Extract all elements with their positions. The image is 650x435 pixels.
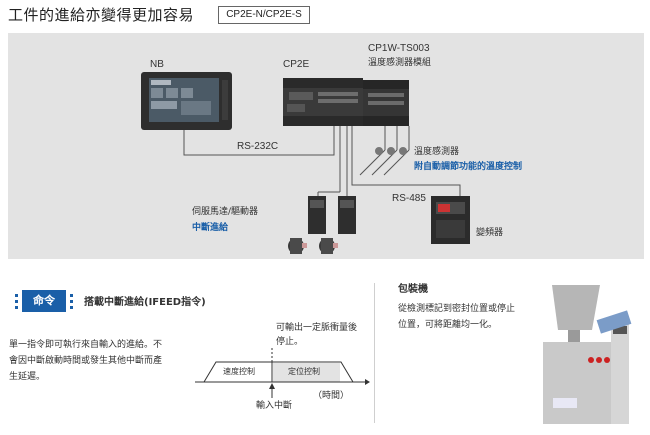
temperature-sensor-module-image (363, 80, 409, 126)
servo-driver-1-image (288, 196, 326, 254)
position-control-label: 定位控制 (288, 367, 320, 376)
nb-label: NB (150, 59, 164, 70)
command-badge-decoration (70, 306, 73, 309)
temperature-control-label: 附自動調節功能的溫度控制 (414, 162, 523, 172)
module-model-label: CP1W-TS003 (368, 43, 430, 54)
packaging-machine-image (543, 285, 632, 424)
feed-timing-diagram (195, 348, 370, 398)
instruction-description-line3: 生延遲。 (9, 372, 46, 382)
section-divider (374, 283, 375, 423)
instruction-description-line2: 會因中斷啟動時間或發生其他中斷而產 (9, 356, 163, 366)
command-badge-decoration (15, 294, 18, 297)
cp2e-label: CP2E (283, 59, 310, 70)
nb-touch-panel-image (141, 72, 232, 130)
instruction-title: 搭載中斷進給(IFEED指令) (84, 297, 206, 308)
command-badge-decoration (15, 300, 18, 303)
packaging-description-line2: 位置，可將距離均一化。 (398, 320, 498, 330)
temperature-sensor-label: 溫度感測器 (414, 147, 460, 157)
inverter-image (431, 196, 470, 244)
rs485-label: RS-485 (392, 193, 426, 204)
command-badge-decoration (70, 294, 73, 297)
module-name-label: 溫度感測器模組 (368, 58, 432, 68)
pulse-note-line2: 停止。 (276, 337, 304, 347)
page-title: 工件的進給亦變得更加容易 (8, 6, 195, 24)
interrupt-feed-label: 中斷進給 (192, 223, 229, 233)
pulse-note-line1: 可輸出一定脈衝量後 (276, 323, 358, 333)
packaging-description-line1: 從檢測標記到密封位置或停止 (398, 304, 516, 314)
time-axis-label: （時間） (313, 391, 350, 401)
command-badge: 命令 (22, 290, 66, 312)
input-interrupt-label: 輸入中斷 (256, 401, 293, 411)
servo-label: 伺服馬達/驅動器 (192, 207, 259, 217)
inverter-label: 變頻器 (476, 228, 504, 238)
instruction-description-line1: 單一指令即可執行來自輸入的進給。不 (9, 340, 163, 350)
command-badge-decoration (15, 306, 18, 309)
command-badge-decoration (70, 300, 73, 303)
rs232c-label: RS-232C (237, 141, 279, 152)
temperature-sensor-probes-image (375, 147, 407, 155)
cp2e-plc-image (283, 78, 363, 126)
speed-control-label: 速度控制 (223, 367, 255, 376)
packaging-title: 包裝機 (398, 284, 428, 295)
model-badge: CP2E-N/CP2E-S (218, 6, 310, 24)
servo-driver-2-image (319, 196, 356, 254)
